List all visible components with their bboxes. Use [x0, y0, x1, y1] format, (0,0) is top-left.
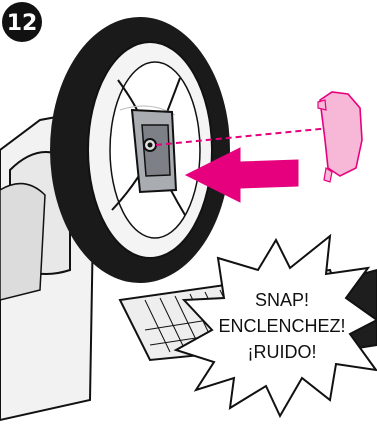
callout-line-1: SNAP!: [255, 290, 309, 310]
wheel: [50, 17, 230, 283]
step-number: 12: [7, 11, 38, 36]
callout-line-2: ENCLENCHEZ!: [218, 316, 345, 336]
step-number-badge: 12: [2, 2, 42, 42]
callout-line-3: ¡RUIDO!: [248, 342, 317, 362]
hub-cap-icon: [318, 92, 362, 182]
